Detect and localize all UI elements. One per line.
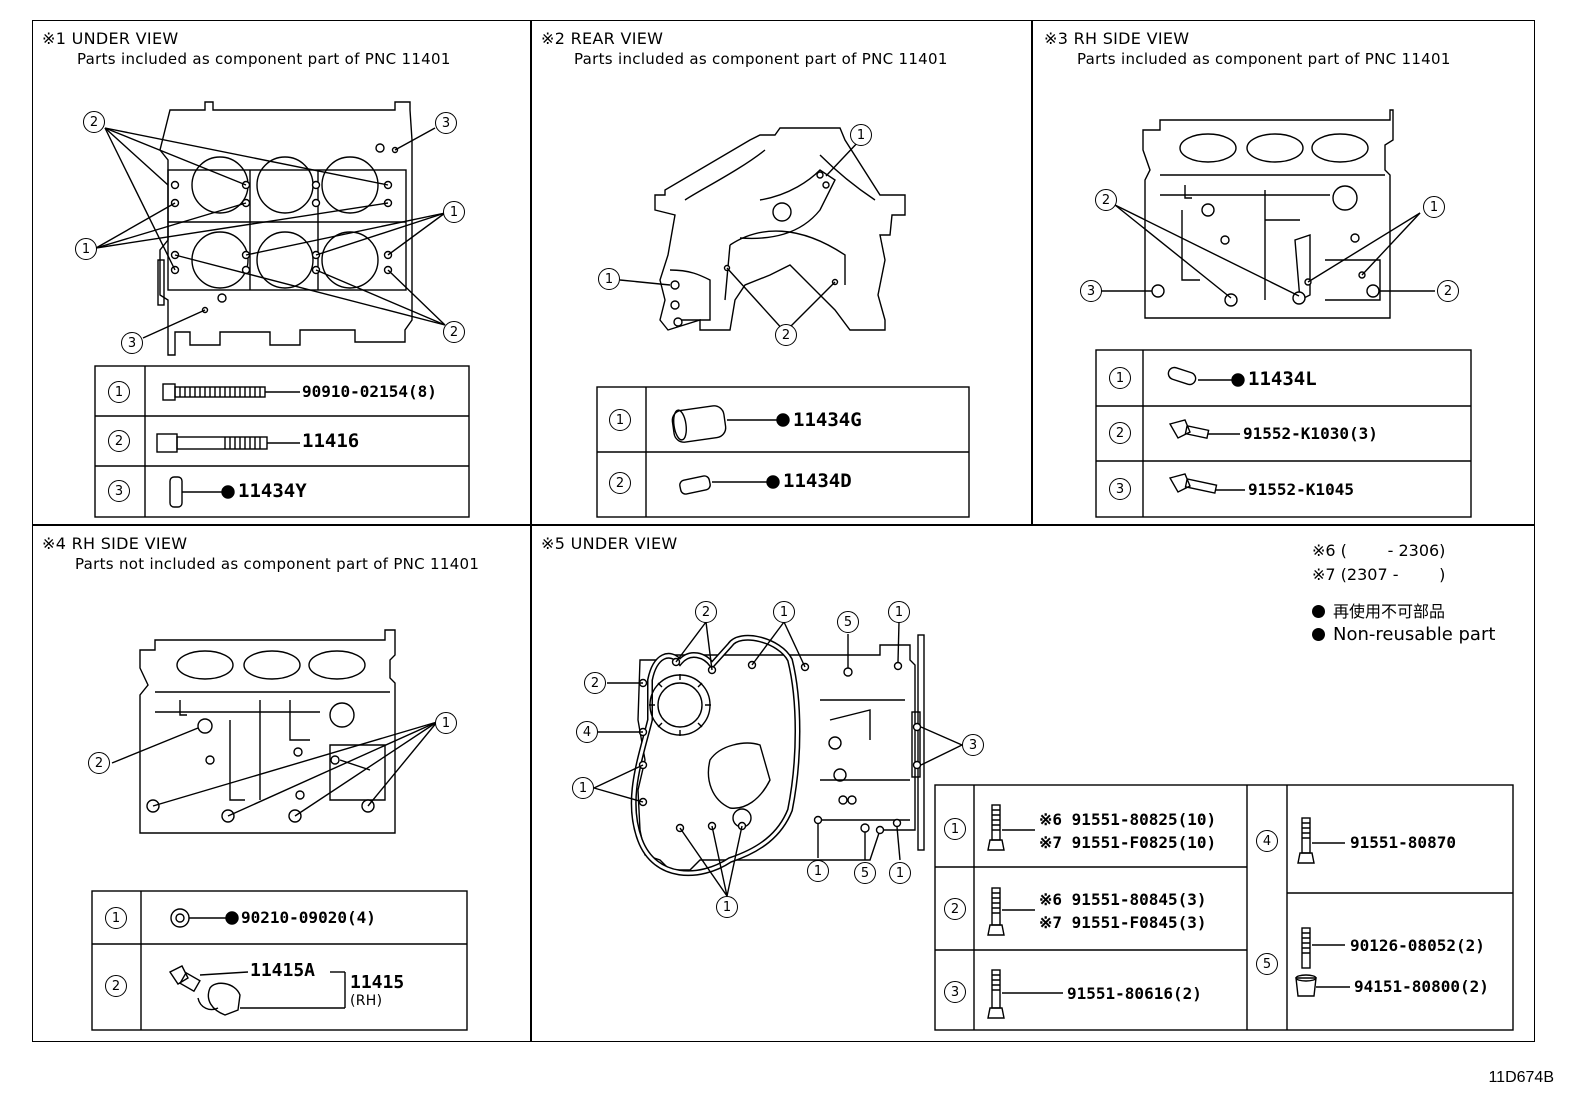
callout-2: 2 bbox=[443, 321, 465, 343]
panel-1-subtitle: Parts included as component part of PNC … bbox=[77, 50, 451, 68]
panel-3-title: ※3 RH SIDE VIEW bbox=[1044, 29, 1190, 48]
row-number: 1 bbox=[105, 907, 127, 929]
callout-1: 1 bbox=[435, 712, 457, 734]
panel-4-block-drawing bbox=[111, 629, 438, 834]
panel-4-table-lines bbox=[91, 890, 468, 1031]
part-number: 91551-80616(2) bbox=[1067, 984, 1202, 1003]
callout-1: 1 bbox=[1423, 196, 1445, 218]
callout-2: 2 bbox=[1437, 280, 1459, 302]
divider bbox=[32, 524, 1535, 526]
row-number: 2 bbox=[944, 898, 966, 920]
row-number: 3 bbox=[1109, 478, 1131, 500]
bullet-icon bbox=[1312, 605, 1325, 618]
row-number: 1 bbox=[108, 381, 130, 403]
divider bbox=[1031, 20, 1033, 525]
part-number: 11415 bbox=[350, 972, 405, 993]
row-number: 1 bbox=[944, 818, 966, 840]
row-number: 1 bbox=[1109, 367, 1131, 389]
callout-1: 1 bbox=[773, 601, 795, 623]
row-number: 4 bbox=[1256, 830, 1278, 852]
part-number: 94151-80800(2) bbox=[1354, 977, 1489, 996]
legend-non-reusable-en: Non-reusable part bbox=[1312, 624, 1495, 645]
divider bbox=[530, 20, 532, 1042]
panel-1-block-drawing bbox=[95, 101, 446, 356]
part-number: 11415A bbox=[250, 960, 316, 981]
panel-1-table-lines bbox=[94, 365, 470, 518]
callout-1: 1 bbox=[807, 860, 829, 882]
row-number: 3 bbox=[944, 981, 966, 1003]
panel-1-title: ※1 UNDER VIEW bbox=[42, 29, 179, 48]
part-number: ※6 91551-80825(10) bbox=[1039, 810, 1217, 829]
row-number: 2 bbox=[1109, 422, 1131, 444]
callout-2: 2 bbox=[775, 324, 797, 346]
row-number: 5 bbox=[1256, 953, 1278, 975]
legend-non-reusable-jp: 再使用不可部品 bbox=[1312, 598, 1445, 622]
side-label: (RH) bbox=[350, 993, 383, 1009]
part-number: 91551-80870 bbox=[1350, 833, 1456, 852]
callout-1: 1 bbox=[75, 238, 97, 260]
panel-2-block-drawing bbox=[619, 127, 906, 333]
part-number: 90910-02154(8) bbox=[302, 382, 437, 401]
callout-2: 2 bbox=[88, 752, 110, 774]
callout-1: 1 bbox=[888, 601, 910, 623]
part-number: ※7 91551-F0845(3) bbox=[1039, 913, 1207, 932]
part-number: ※6 91551-80845(3) bbox=[1039, 890, 1207, 909]
callout-2: 2 bbox=[695, 601, 717, 623]
part-number: 11434L bbox=[1248, 368, 1317, 390]
row-number: 3 bbox=[108, 480, 130, 502]
panel-4-subtitle: Parts not included as component part of … bbox=[75, 555, 480, 573]
part-number: 91552-K1030(3) bbox=[1243, 424, 1378, 443]
part-number: 91552-K1045 bbox=[1248, 480, 1354, 499]
callout-1: 1 bbox=[716, 896, 738, 918]
panel-2-table-lines bbox=[596, 386, 970, 518]
callout-3: 3 bbox=[121, 332, 143, 354]
part-number: 11416 bbox=[302, 430, 360, 452]
callout-1: 1 bbox=[850, 124, 872, 146]
row-number: 2 bbox=[108, 430, 130, 452]
bolt-icons bbox=[987, 804, 1350, 1019]
legend-en-text: Non-reusable part bbox=[1333, 624, 1496, 645]
row-number: 2 bbox=[609, 472, 631, 494]
row-number: 2 bbox=[105, 975, 127, 997]
callout-2: 2 bbox=[83, 111, 105, 133]
panel-2-title: ※2 REAR VIEW bbox=[541, 29, 664, 48]
legend-jp-text: 再使用不可部品 bbox=[1333, 602, 1446, 621]
callout-2: 2 bbox=[1095, 189, 1117, 211]
legend-note-7: ※7 (2307 - ) bbox=[1312, 565, 1446, 584]
part-number: 90210-09020(4) bbox=[241, 908, 376, 927]
panel-5-block-drawing bbox=[593, 621, 963, 897]
callout-5: 5 bbox=[854, 862, 876, 884]
callout-1: 1 bbox=[889, 862, 911, 884]
panel-3-block-drawing bbox=[1100, 109, 1435, 319]
callout-3: 3 bbox=[435, 112, 457, 134]
panel-5-table-lines bbox=[934, 784, 1514, 1031]
panel-3-table-lines bbox=[1095, 349, 1472, 518]
panel-4-title: ※4 RH SIDE VIEW bbox=[42, 534, 188, 553]
legend-note-6: ※6 ( - 2306) bbox=[1312, 541, 1446, 560]
panel-2-subtitle: Parts included as component part of PNC … bbox=[574, 50, 948, 68]
row-number: 1 bbox=[609, 409, 631, 431]
part-number: 90126-08052(2) bbox=[1350, 936, 1485, 955]
callout-2: 2 bbox=[584, 672, 606, 694]
callout-5: 5 bbox=[837, 611, 859, 633]
callout-1: 1 bbox=[572, 777, 594, 799]
diagram-frame bbox=[32, 20, 1535, 1042]
callout-3: 3 bbox=[1080, 280, 1102, 302]
panel-5-title: ※5 UNDER VIEW bbox=[541, 534, 678, 553]
callout-1: 1 bbox=[598, 268, 620, 290]
bullet-icon bbox=[1312, 628, 1325, 641]
part-number: ※7 91551-F0825(10) bbox=[1039, 833, 1217, 852]
callout-4: 4 bbox=[576, 721, 598, 743]
callout-1: 1 bbox=[443, 201, 465, 223]
figure-code: 11D674B bbox=[1488, 1069, 1554, 1086]
part-number: 11434G bbox=[793, 409, 862, 431]
part-number: 11434D bbox=[783, 470, 852, 492]
part-number: 11434Y bbox=[238, 480, 307, 502]
callout-3: 3 bbox=[962, 734, 984, 756]
panel-3-subtitle: Parts included as component part of PNC … bbox=[1077, 50, 1451, 68]
